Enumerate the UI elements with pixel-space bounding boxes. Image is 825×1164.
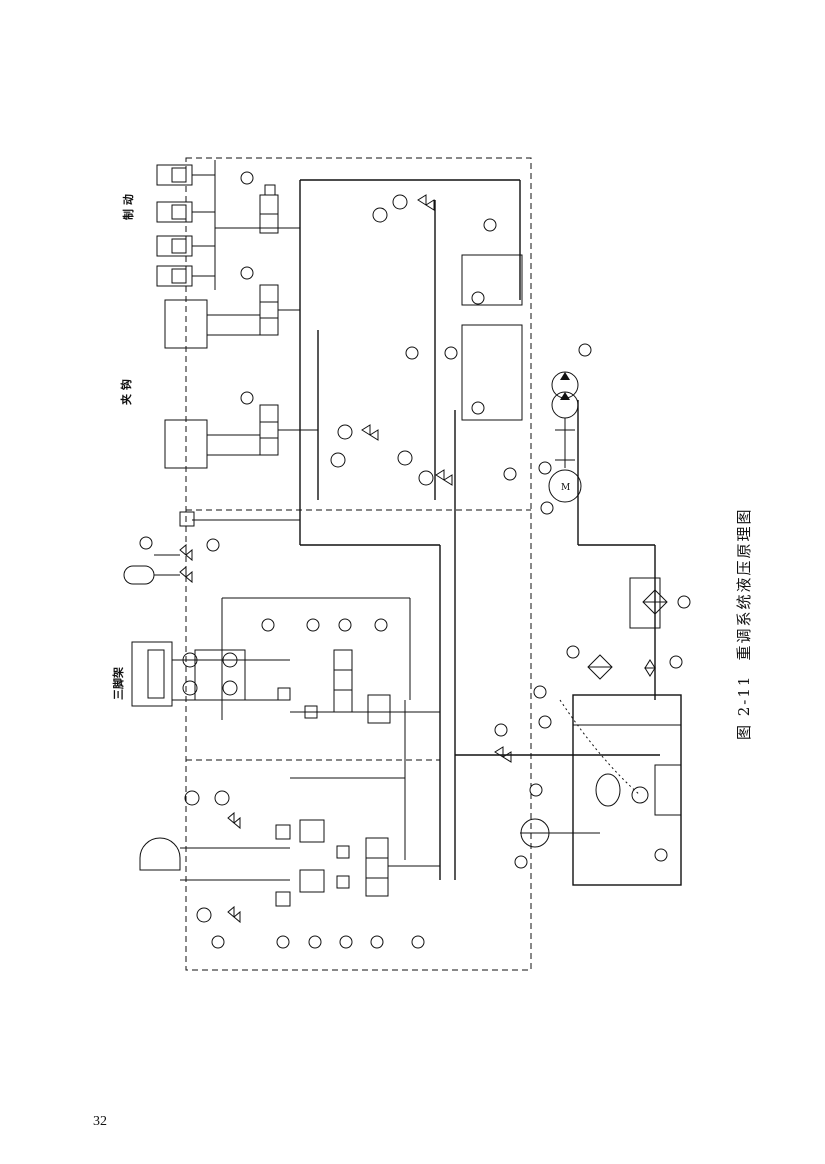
figure-caption: 图 2-11 重调系统液压原理图	[697, 480, 753, 740]
outer-boundary	[185, 157, 532, 971]
component-bubbles	[139, 171, 691, 949]
solenoid-valve-2dt-b	[259, 284, 279, 336]
brake-cylinders	[156, 160, 300, 290]
accumulator	[123, 511, 300, 585]
page-number: 32	[93, 1114, 107, 1129]
oil-tank	[520, 694, 682, 886]
relief-block-mid	[461, 324, 523, 421]
collet-cylinders	[164, 299, 260, 469]
solenoid-valve-2dt	[259, 184, 279, 234]
relief-block-top	[461, 254, 523, 306]
brake-label: 制 动	[121, 194, 135, 220]
figure-title: 重调系统液压原理图	[735, 507, 753, 661]
tripod-label: 三脚架	[111, 667, 125, 700]
lower-valve-group	[221, 597, 440, 724]
solenoid-valve-1dt	[259, 404, 279, 456]
figure-number: 图 2-11	[735, 674, 753, 740]
rotary-actuator	[139, 700, 440, 907]
pressure-gauges	[182, 194, 434, 923]
filter	[587, 577, 668, 680]
tripod-cylinder	[131, 641, 290, 707]
motor-label: M	[561, 483, 570, 493]
pump-group: M	[548, 371, 582, 503]
hand-valves	[179, 194, 656, 924]
collet-label: 夹 钩	[119, 379, 133, 405]
